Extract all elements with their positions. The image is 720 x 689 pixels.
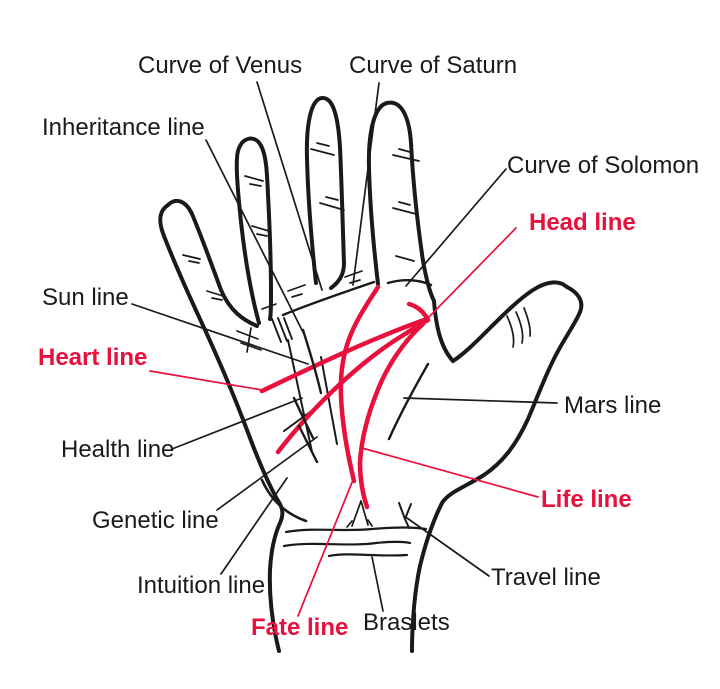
label-inheritance-line: Inheritance line — [42, 114, 205, 141]
label-heart-line: Heart line — [38, 344, 148, 371]
label-sun-line: Sun line — [42, 284, 129, 311]
leader-health-line — [171, 397, 303, 450]
leader-fate-line — [297, 479, 354, 617]
thumb-and-right-edge — [410, 285, 584, 653]
label-curve-of-saturn: Curve of Saturn — [349, 52, 518, 79]
finger-base-ticks — [261, 270, 363, 310]
inheritance-line-path — [271, 317, 293, 343]
thumb-web — [432, 299, 455, 363]
leader-travel-line — [406, 517, 490, 577]
leader-intuition-line — [220, 477, 288, 575]
head-line-path — [275, 301, 431, 455]
middle-hatches — [310, 142, 345, 211]
label-genetic-line: Genetic line — [92, 507, 219, 534]
label-curve-of-solomon: Curve of Solomon — [507, 152, 700, 179]
label-fate-line: Fate line — [251, 614, 349, 641]
leader-curve-of-saturn — [352, 82, 380, 286]
label-curve-of-venus: Curve of Venus — [138, 52, 303, 79]
named-palm-lines — [259, 279, 433, 558]
sun-line-path — [301, 328, 323, 395]
label-head-line: Head line — [529, 209, 636, 236]
fate-line-path — [338, 284, 381, 484]
label-braslets: Braslets — [363, 609, 450, 636]
thumb-inner-edge — [451, 280, 569, 363]
index-hatches — [392, 148, 420, 262]
leader-curve-of-solomon — [405, 168, 507, 287]
label-health-line: Health line — [61, 436, 175, 463]
label-leader-lines — [131, 81, 558, 617]
palm-and-pinky-outer-edge — [158, 203, 285, 653]
pinky-hatches — [182, 254, 224, 301]
life-line-path — [357, 321, 426, 510]
label-intuition-line: Intuition line — [137, 572, 266, 599]
label-life-line: Life line — [541, 486, 632, 513]
middle-finger — [304, 96, 346, 290]
braslets-path — [282, 526, 428, 558]
hand-outline — [158, 96, 584, 653]
pinky-finger — [166, 198, 259, 328]
ring-hatches — [244, 175, 270, 237]
leader-inheritance-line — [205, 139, 306, 337]
mars-line-path — [387, 362, 430, 441]
venus-arc-path — [281, 280, 376, 317]
label-mars-line: Mars line — [564, 392, 662, 419]
skin-crease-hatches — [182, 142, 532, 528]
wrist-teepee-mark — [346, 500, 373, 528]
leader-heart-line — [149, 370, 263, 391]
label-travel-line: Travel line — [491, 564, 601, 591]
travel-line-path — [398, 502, 412, 529]
pinky-base-cross-hatch — [236, 327, 262, 353]
leader-genetic-line — [216, 436, 318, 511]
intuition-line-path — [260, 478, 308, 523]
leader-life-line — [361, 447, 539, 498]
leader-curve-of-venus — [256, 81, 323, 291]
heart-line-path — [259, 316, 430, 394]
index-finger — [366, 100, 436, 303]
leader-braslets — [371, 556, 384, 612]
leader-head-line — [426, 227, 517, 320]
thumb-crease-hatches — [506, 307, 532, 348]
ring-finger — [234, 136, 273, 325]
leader-mars-line — [403, 397, 558, 404]
leader-sun-line — [131, 303, 309, 365]
